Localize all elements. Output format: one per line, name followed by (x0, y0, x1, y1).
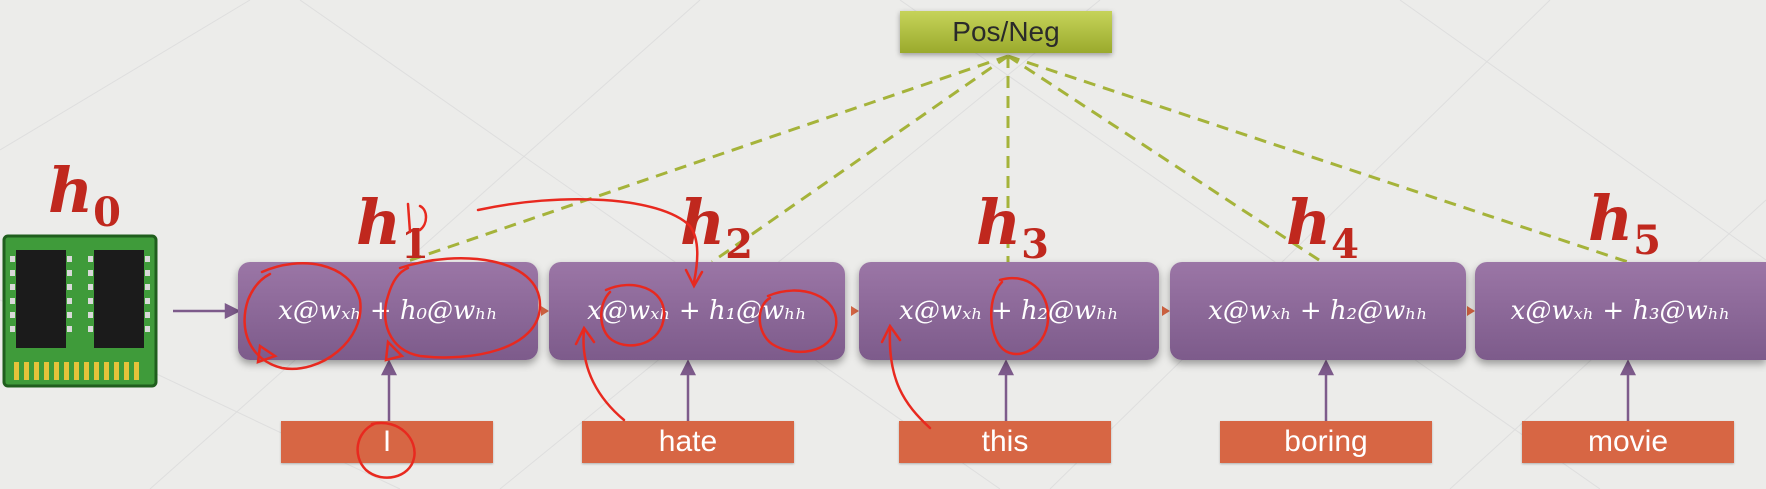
h1-label: h1 (356, 186, 429, 268)
annotation-arrowhead-top (684, 268, 704, 289)
dash-line-h4 (1007, 54, 1323, 264)
word-input-3: this (899, 421, 1111, 463)
annotation-circle-xh (600, 283, 666, 347)
rnn-cell-4: x@wₓₕ + h₂@wₕₕ (1170, 262, 1466, 360)
annotation-circle-x-wxh (243, 262, 362, 371)
h5-label: h5 (1588, 182, 1661, 264)
word-label: I (382, 425, 392, 458)
rnn-cell-5: x@wₓₕ + h₃@wₕₕ (1475, 262, 1766, 360)
h0-label: h0 (48, 154, 121, 236)
annotation-arc-top (476, 197, 699, 284)
annotation-tri-2 (384, 339, 405, 362)
dash-line-h5 (1007, 54, 1629, 264)
annotation-hook-2-head (880, 323, 902, 344)
word-label: boring (1284, 425, 1368, 458)
dash-line-h2 (711, 54, 1009, 264)
h4-label: h4 (1286, 186, 1359, 268)
cell-formula: x@wₓₕ + h₃@wₕₕ (1510, 296, 1731, 326)
h3-label: h3 (976, 186, 1049, 268)
arrow-head (224, 302, 241, 320)
word-label: this (981, 425, 1029, 458)
annotation-hook-1 (582, 328, 626, 422)
annotation-hook-1-head (574, 325, 596, 346)
word-input-4: boring (1220, 421, 1432, 463)
input-arrows (380, 359, 1637, 421)
cell-formula: x@wₓₕ + h₁@wₕₕ (587, 296, 807, 326)
annotation-circle-whh (758, 289, 838, 354)
word-input-5: movie (1522, 421, 1734, 463)
word-label: movie (1587, 425, 1669, 458)
word-input-2: hate (582, 421, 794, 463)
word-label: hate (658, 425, 718, 458)
annotation-hook-2 (888, 328, 932, 430)
memory-chip-icon (2, 234, 158, 388)
cell-link-arrows (541, 306, 1475, 316)
output-label: Pos/Neg (952, 16, 1060, 47)
cell-formula: x@wₓₕ + h₂@wₕₕ (1208, 296, 1428, 326)
recurrent-arrows (173, 302, 241, 320)
rnn-cell-3: x@wₓₕ + h₂@wₕₕ (859, 262, 1159, 360)
annotation-circle-word-I (356, 421, 416, 479)
dash-line-h1 (404, 54, 1009, 264)
word-input-1: I (281, 421, 493, 463)
output-label-box: Pos/Neg (900, 11, 1112, 53)
annotation-circle-h2 (990, 276, 1050, 356)
output-connections (404, 54, 1629, 264)
cell-formula: x@wₓₕ + h₀@wₕₕ (278, 296, 498, 326)
cell-formula: x@wₓₕ + h₂@wₕₕ (899, 296, 1119, 326)
annotation-tri-1 (256, 343, 278, 364)
rnn-cell-2: x@wₓₕ + h₁@wₕₕ (549, 262, 845, 360)
annotation-circle-h0-whh (383, 257, 542, 359)
annotation-scribble-h1 (406, 202, 428, 234)
